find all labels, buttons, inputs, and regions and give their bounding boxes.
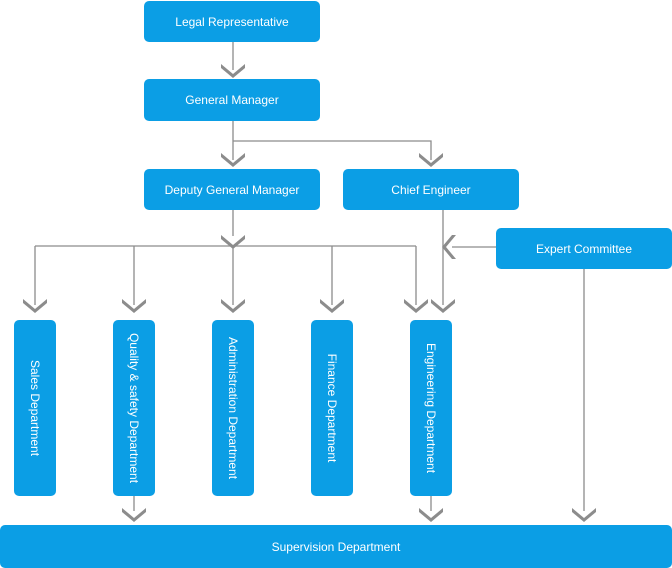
node-label: Sales Department xyxy=(28,359,42,457)
node-label: Quality & safety Department xyxy=(127,332,141,484)
node-expert-committee: Expert Committee xyxy=(496,228,672,269)
node-finance-department: Finance Department xyxy=(311,320,353,496)
node-chief-engineer: Chief Engineer xyxy=(343,169,519,210)
node-deputy-general-manager: Deputy General Manager xyxy=(144,169,320,210)
node-label: Deputy General Manager xyxy=(164,182,300,197)
node-label: Finance Department xyxy=(325,353,339,463)
node-quality-safety-department: Quality & safety Department xyxy=(113,320,155,496)
node-engineering-department: Engineering Department xyxy=(410,320,452,496)
node-label: Engineering Department xyxy=(424,342,438,474)
node-label: General Manager xyxy=(185,93,279,107)
node-label: Supervision Department xyxy=(271,539,401,554)
node-label: Administration Department xyxy=(226,336,240,480)
node-legal-representative: Legal Representative xyxy=(144,1,320,42)
node-general-manager: General Manager xyxy=(144,79,320,121)
node-label: Chief Engineer xyxy=(391,182,471,197)
node-label: Expert Committee xyxy=(535,241,633,256)
node-label: Legal Representative xyxy=(175,14,289,29)
node-sales-department: Sales Department xyxy=(14,320,56,496)
node-administration-department: Administration Department xyxy=(212,320,254,496)
node-supervision-department: Supervision Department xyxy=(0,525,672,568)
